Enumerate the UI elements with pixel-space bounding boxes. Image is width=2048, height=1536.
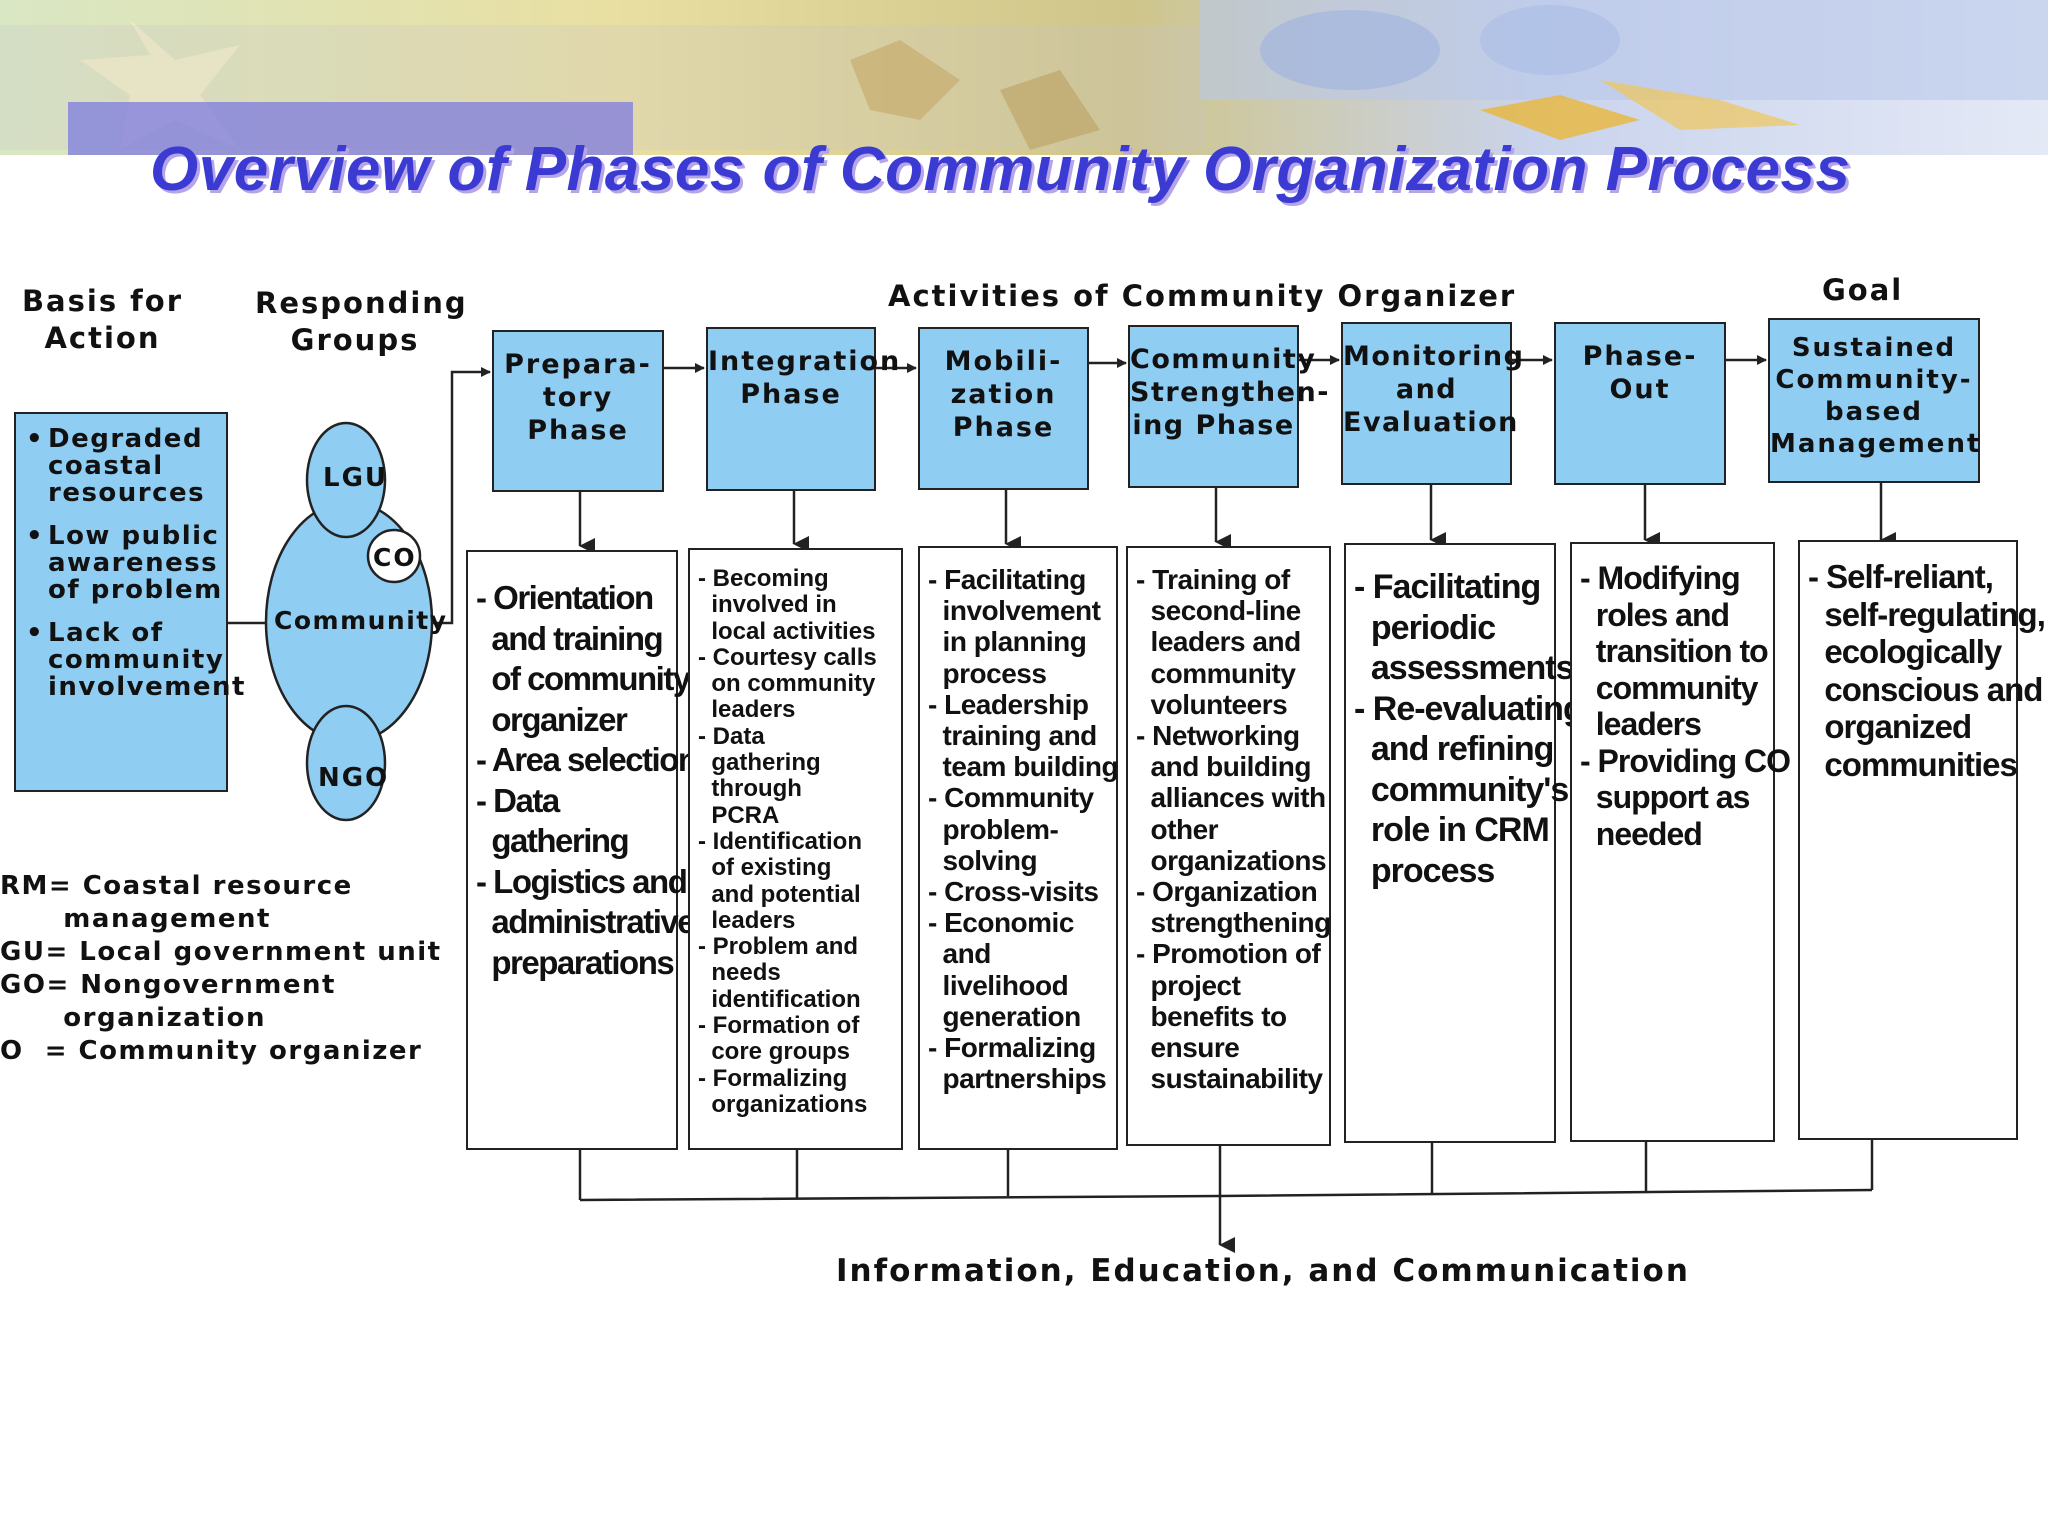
basis-for-action-box: •Degraded coastal resources •Low public … <box>14 412 246 792</box>
header-basis-for-action: Basis for Action <box>21 284 184 355</box>
activities-goal: - Self-reliant, self-regulating, ecologi… <box>1798 540 2046 1140</box>
phase-phase-out: Phase-Out <box>1554 322 1726 485</box>
header-activities: Activities of Community Organizer <box>888 279 1517 313</box>
group-label-ngo: NGO <box>318 763 390 793</box>
group-label-co: CO <box>373 543 417 572</box>
group-label-community: Community <box>274 606 448 635</box>
phase-sustained-management: Sustained Community- based Management <box>1768 318 1980 483</box>
phase-integration: Integration Phase <box>706 327 899 491</box>
group-label-lgu: LGU <box>323 463 389 493</box>
decorative-banner <box>0 0 2048 155</box>
abbreviation-legend: RM= Coastal resource management GU= Loca… <box>0 871 442 1066</box>
basis-item: •Low public awareness of problem <box>26 521 223 605</box>
phase-preparatory: Prepara- tory Phase <box>492 330 664 492</box>
activities-phase-out: - Modifying roles and transition to comm… <box>1570 542 1791 1142</box>
basis-item: •Degraded coastal resources <box>26 424 206 508</box>
activities-monitoring-evaluation: - Facilitating periodic assessments - Re… <box>1344 543 1584 1143</box>
activities-community-strengthening: - Training of second-line leaders and co… <box>1126 546 1331 1146</box>
page-title: Overview of Phases of Community Organiza… <box>150 135 1851 204</box>
footer-iec-label: Information, Education, and Communicatio… <box>836 1253 1690 1289</box>
basis-item: •Lack of community involvement <box>26 618 246 702</box>
phase-monitoring-evaluation: Monitoring and Evaluation <box>1341 322 1523 485</box>
activities-integration: - Becoming involved in local activities … <box>688 548 903 1150</box>
banner-artwork <box>0 0 2048 155</box>
phase-mobilization: Mobili- zation Phase <box>918 327 1089 490</box>
phase-community-strengthening: Community Strengthen- ing Phase <box>1128 325 1328 488</box>
activities-mobilization: - Facilitating involvement in planning p… <box>918 546 1119 1150</box>
activities-preparatory: - Orientation and training of community … <box>466 550 698 1150</box>
header-goal: Goal <box>1822 273 1904 307</box>
header-responding-groups: Responding Groups <box>255 286 468 357</box>
